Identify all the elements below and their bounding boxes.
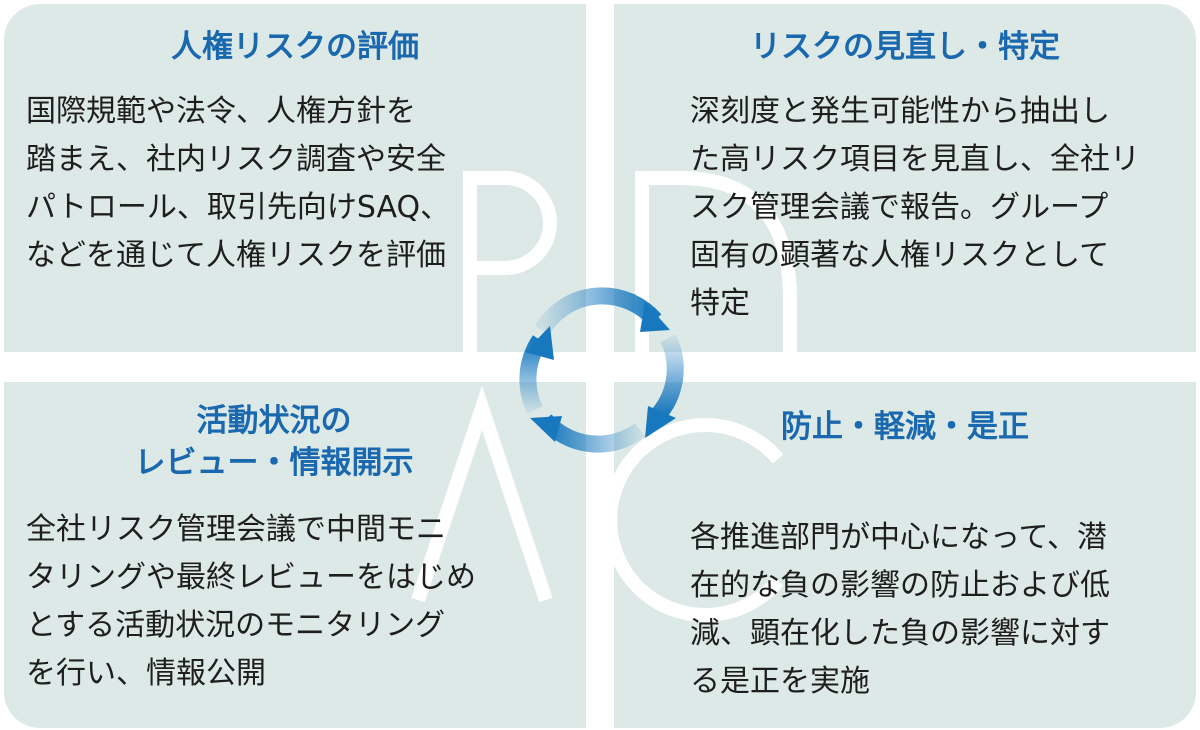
do-panel: リスクの見直し・特定 深刻度と発生可能性から抽出し た高リスク項目を見直し、全社… bbox=[614, 4, 1196, 352]
body-line: た高リスク項目を見直し、全社リ bbox=[690, 142, 1140, 177]
title-line: リスクの見直し・特定 bbox=[750, 29, 1060, 65]
plan-body: 国際規範や法令、人権方針を 踏まえ、社内リスク調査や安全 パトロール、取引先向け… bbox=[26, 88, 450, 280]
body-line: タリングや最終レビューをはじめ bbox=[26, 560, 476, 595]
act-title: 活動状況の レビュー・情報開示 bbox=[4, 400, 544, 484]
arrowhead-top bbox=[640, 302, 670, 332]
body-line: 在的な負の影響の防止および低 bbox=[690, 568, 1110, 603]
body-line: パトロール、取引先向けSAQ、 bbox=[26, 190, 451, 225]
body-line: を行い、情報公開 bbox=[26, 656, 266, 691]
act-panel: 活動状況の レビュー・情報開示 全社リスク管理会議で中間モニ タリングや最終レビ… bbox=[4, 382, 586, 728]
title-line: レビュー・情報開示 bbox=[134, 445, 414, 481]
arrow-arc-top bbox=[534, 287, 662, 335]
cycle-arrows-icon bbox=[519, 287, 684, 453]
body-line: 深刻度と発生可能性から抽出し bbox=[690, 94, 1110, 129]
body-line: 踏まえ、社内リスク調査や安全 bbox=[26, 142, 446, 177]
do-body: 深刻度と発生可能性から抽出し た高リスク項目を見直し、全社リ スク管理会議で報告… bbox=[690, 88, 1140, 328]
title-line: 防止・軽減・是正 bbox=[781, 409, 1029, 445]
body-line: 固有の顕著な人権リスクとして bbox=[690, 238, 1110, 273]
body-line: などを通じて人権リスクを評価 bbox=[26, 238, 446, 273]
body-line: とする活動状況のモニタリング bbox=[26, 608, 446, 643]
check-body: 各推進部門が中心になって、潜 在的な負の影響の防止および低 減、顕在化した負の影… bbox=[690, 514, 1110, 706]
body-line: る是正を実施 bbox=[690, 664, 870, 699]
body-line: スク管理会議で報告。グループ bbox=[690, 190, 1109, 225]
body-line: 全社リスク管理会議で中間モニ bbox=[26, 512, 446, 547]
check-panel: 防止・軽減・是正 各推進部門が中心になって、潜 在的な負の影響の防止および低 減… bbox=[614, 382, 1196, 728]
act-body: 全社リスク管理会議で中間モニ タリングや最終レビューをはじめ とする活動状況のモ… bbox=[26, 506, 476, 698]
body-line: 国際規範や法令、人権方針を bbox=[26, 94, 416, 129]
do-title: リスクの見直し・特定 bbox=[614, 26, 1196, 68]
body-line: 減、顕在化した負の影響に対す bbox=[690, 616, 1110, 651]
body-line: 特定 bbox=[690, 286, 750, 321]
check-title: 防止・軽減・是正 bbox=[614, 406, 1196, 448]
arrow-arc-right bbox=[651, 334, 684, 421]
title-line: 活動状況の bbox=[196, 403, 352, 439]
plan-panel: 人権リスクの評価 国際規範や法令、人権方針を 踏まえ、社内リスク調査や安全 パト… bbox=[4, 4, 586, 352]
title-line: 人権リスクの評価 bbox=[171, 29, 419, 65]
plan-title: 人権リスクの評価 bbox=[4, 26, 586, 68]
body-line: 各推進部門が中心になって、潜 bbox=[690, 520, 1107, 555]
